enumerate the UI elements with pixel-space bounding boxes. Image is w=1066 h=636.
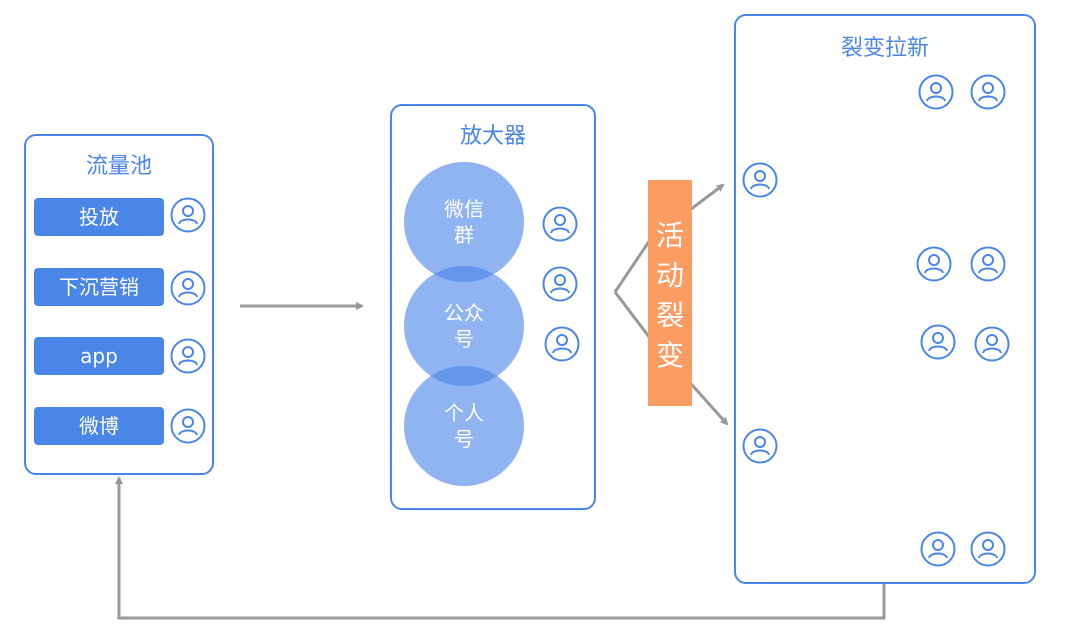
user-icon xyxy=(970,246,1006,282)
fission-activity-label: 活动裂变 xyxy=(655,219,684,372)
user-icon xyxy=(170,270,206,306)
user-icon xyxy=(918,74,954,110)
pool-item-2: 下沉营销 xyxy=(34,268,164,306)
user-icon xyxy=(742,428,778,464)
fission-activity-box: 活动裂变 xyxy=(648,180,692,406)
user-icon xyxy=(170,197,206,233)
user-icon xyxy=(544,326,580,362)
circle-personal-account: 个人号 xyxy=(404,366,524,486)
user-icon xyxy=(542,266,578,302)
user-icon xyxy=(742,162,778,198)
panel-title: 流量池 xyxy=(85,154,152,179)
user-icon xyxy=(970,531,1006,567)
user-icon xyxy=(170,338,206,374)
arrow-feedback-loop xyxy=(115,476,886,620)
user-icon xyxy=(920,324,956,360)
user-icon xyxy=(916,246,952,282)
user-icon xyxy=(970,74,1006,110)
user-icon xyxy=(170,408,206,444)
panel-title: 裂变拉新 xyxy=(840,36,929,61)
pool-item-3: app xyxy=(34,337,164,375)
user-icon xyxy=(920,531,956,567)
amplifier-panel: 放大器 微信群 公众号 个人号 xyxy=(390,104,596,510)
panel-title: 放大器 xyxy=(459,124,526,149)
pool-item-1: 投放 xyxy=(34,198,164,236)
user-icon xyxy=(974,326,1010,362)
user-icon xyxy=(542,206,578,242)
circle-wechat-group: 微信群 xyxy=(404,162,524,282)
pool-item-4: 微博 xyxy=(34,407,164,445)
traffic-pool-panel: 流量池 投放 下沉营销 app 微博 xyxy=(24,134,214,475)
